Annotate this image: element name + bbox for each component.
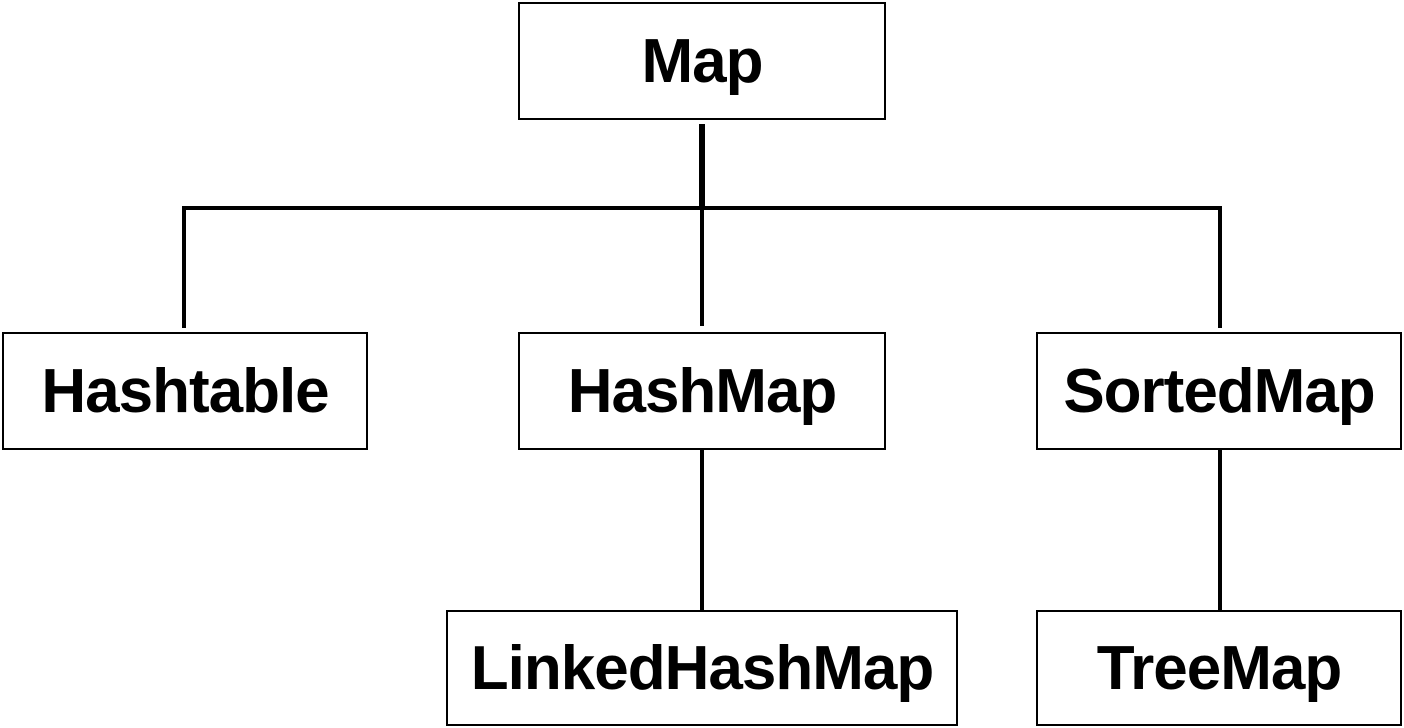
node-sortedmap: SortedMap bbox=[1036, 332, 1402, 450]
node-hashtable-label: Hashtable bbox=[41, 356, 329, 426]
node-hashtable: Hashtable bbox=[2, 332, 368, 450]
node-sortedmap-label: SortedMap bbox=[1063, 356, 1375, 426]
node-map-label: Map bbox=[641, 26, 764, 96]
node-treemap-label: TreeMap bbox=[1096, 633, 1343, 703]
node-hashmap: HashMap bbox=[518, 332, 886, 450]
node-linkedhashmap-label: LinkedHashMap bbox=[470, 633, 934, 703]
node-hashmap-label: HashMap bbox=[567, 356, 838, 426]
node-treemap: TreeMap bbox=[1036, 610, 1402, 726]
node-linkedhashmap: LinkedHashMap bbox=[446, 610, 958, 726]
node-map: Map bbox=[518, 2, 886, 120]
